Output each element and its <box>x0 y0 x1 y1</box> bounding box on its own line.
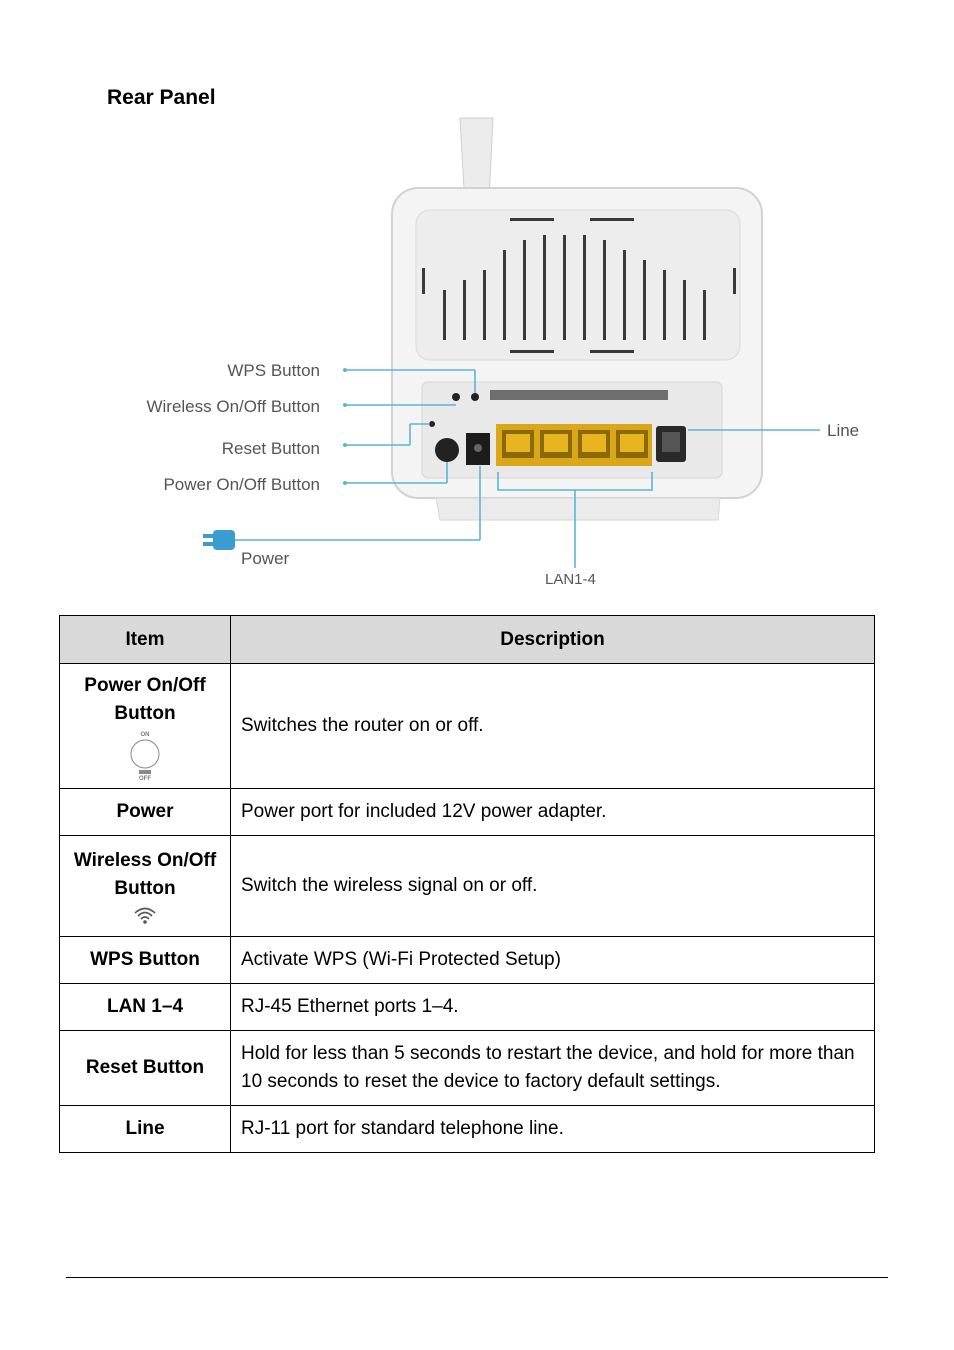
vent-panel <box>415 209 741 361</box>
svg-text:OFF: OFF <box>139 776 151 780</box>
callout-lines <box>215 369 820 568</box>
power-plug-icon <box>203 530 235 550</box>
svg-text:ON: ON <box>141 732 150 738</box>
callout-line: Line <box>827 421 859 440</box>
router-stand <box>435 497 721 521</box>
table-row: WPS Button Activate WPS (Wi-Fi Protected… <box>59 936 875 984</box>
header-description: Description <box>230 615 875 664</box>
table-header-row: Item Description <box>59 615 875 664</box>
table-row: Reset Button Hold for less than 5 second… <box>59 1030 875 1106</box>
callout-reset: Reset Button <box>222 439 320 458</box>
callout-lan: LAN1-4 <box>545 571 596 588</box>
table-row: Line RJ-11 port for standard telephone l… <box>59 1105 875 1153</box>
table-row: Power On/Off Button ON OFF Switches the … <box>59 663 875 789</box>
callout-power-button: Power On/Off Button <box>163 475 320 494</box>
description-cell: RJ-11 port for standard telephone line. <box>230 1105 875 1153</box>
description-cell: Power port for included 12V power adapte… <box>230 788 875 836</box>
item-cell: Power <box>59 788 231 836</box>
power-switch <box>435 438 459 462</box>
description-cell: RJ-45 Ethernet ports 1–4. <box>230 983 875 1031</box>
table-row: Power Power port for included 12V power … <box>59 788 875 836</box>
router-rear-panel-figure: WPS Button Wireless On/Off Button Reset … <box>100 110 880 600</box>
item-cell: Line <box>59 1105 231 1153</box>
item-cell: WPS Button <box>59 936 231 984</box>
callout-wireless: Wireless On/Off Button <box>146 397 320 416</box>
rear-panel-table: Item Description Power On/Off Button ON … <box>59 615 875 1153</box>
table-row: Wireless On/Off Button Switch the wirele… <box>59 835 875 937</box>
wps-button-hole <box>471 393 479 401</box>
item-label: Power On/Off Button <box>84 675 206 724</box>
section-title: Rear Panel <box>107 86 216 109</box>
reset-button-hole <box>429 421 435 427</box>
item-cell: Wireless On/Off Button <box>59 835 231 937</box>
item-cell: LAN 1–4 <box>59 983 231 1031</box>
item-cell: Reset Button <box>59 1030 231 1106</box>
callout-power: Power <box>241 549 290 568</box>
vent-slots <box>422 218 736 353</box>
header-item: Item <box>59 615 231 664</box>
wireless-button-hole <box>452 393 460 401</box>
wifi-icon <box>134 907 156 924</box>
port-vents <box>490 390 668 400</box>
description-cell: Switches the router on or off. <box>230 663 875 789</box>
callout-wps: WPS Button <box>227 361 320 380</box>
router-illustration: WPS Button Wireless On/Off Button Reset … <box>146 117 859 588</box>
description-cell: Activate WPS (Wi-Fi Protected Setup) <box>230 936 875 984</box>
table-row: LAN 1–4 RJ-45 Ethernet ports 1–4. <box>59 983 875 1031</box>
footer-rule <box>66 1277 888 1278</box>
power-switch-icon: ON OFF <box>130 732 160 780</box>
item-cell: Power On/Off Button ON OFF <box>59 663 231 789</box>
description-cell: Switch the wireless signal on or off. <box>230 835 875 937</box>
item-label: Wireless On/Off Button <box>73 850 217 899</box>
description-cell: Hold for less than 5 seconds to restart … <box>230 1030 875 1106</box>
